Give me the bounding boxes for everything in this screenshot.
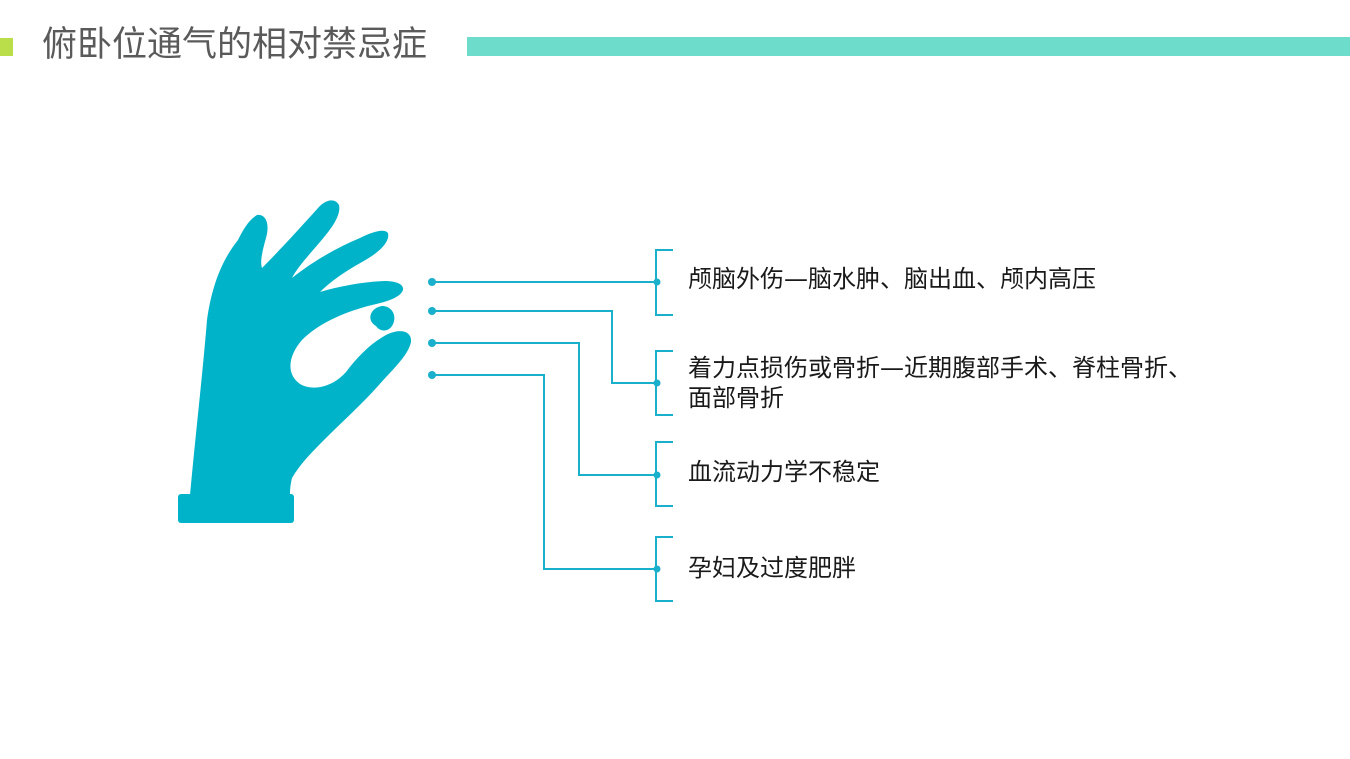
end-dot-3 — [653, 471, 661, 479]
item-4-text: 孕妇及过度肥胖 — [688, 554, 856, 582]
end-dot-4 — [653, 565, 661, 573]
title-accent-square — [0, 38, 13, 56]
end-dot-1 — [653, 278, 661, 286]
contraindication-item-3: 血流动力学不稳定 — [688, 457, 880, 487]
contraindication-item-2: 着力点损伤或骨折—近期腹部手术、脊柱骨折、 面部骨折 — [688, 353, 1192, 413]
start-dots — [428, 278, 436, 379]
end-dot-2 — [653, 379, 661, 387]
brackets — [655, 249, 673, 602]
connector-2 — [432, 310, 657, 384]
connector-lines — [432, 281, 657, 570]
item-2-text-line1: 着力点损伤或骨折—近期腹部手术、脊柱骨折、 — [688, 354, 1192, 382]
connector-3 — [432, 342, 657, 476]
end-dots — [653, 278, 661, 573]
item-2-text-line2: 面部骨折 — [688, 384, 784, 412]
connector-4 — [432, 374, 657, 570]
item-1-text: 颅脑外伤—脑水肿、脑出血、颅内高压 — [688, 265, 1096, 293]
item-3-text: 血流动力学不稳定 — [688, 458, 880, 486]
contraindication-item-4: 孕妇及过度肥胖 — [688, 553, 856, 583]
hand-pinch-icon — [178, 200, 412, 523]
start-dot-1 — [428, 278, 436, 286]
contraindication-item-1: 颅脑外伤—脑水肿、脑出血、颅内高压 — [688, 264, 1096, 294]
start-dot-2 — [428, 307, 436, 315]
start-dot-3 — [428, 339, 436, 347]
start-dot-4 — [428, 371, 436, 379]
slide-title: 俯卧位通气的相对禁忌症 — [42, 25, 428, 65]
title-decoration-bar — [467, 37, 1350, 56]
